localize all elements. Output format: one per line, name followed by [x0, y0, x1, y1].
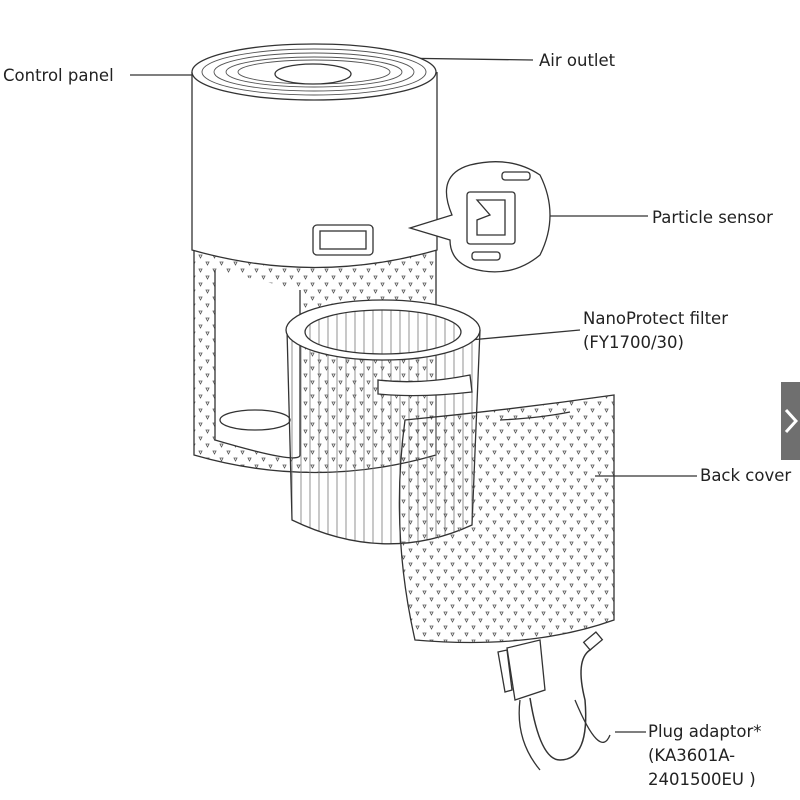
particle-sensor-callout	[407, 161, 551, 273]
display-window	[312, 224, 374, 256]
label-control-panel: Control panel	[3, 66, 114, 85]
label-filter-name: NanoProtect filter	[583, 309, 728, 328]
plug-adaptor	[506, 639, 546, 701]
control-panel-disc	[274, 63, 352, 85]
label-back-cover: Back cover	[700, 466, 792, 485]
label-air-outlet: Air outlet	[539, 51, 616, 70]
purifier-upper-body	[191, 72, 438, 269]
next-button[interactable]	[781, 382, 800, 460]
label-plug-adaptor: Plug adaptor*	[648, 722, 762, 741]
label-filter-code: (FY1700/30)	[583, 333, 684, 352]
leader-filter	[469, 329, 581, 341]
adaptor-cable	[529, 639, 601, 761]
label-particle-sensor: Particle sensor	[652, 208, 773, 227]
label-plug-code-1: (KA3601A-	[648, 746, 736, 765]
label-plug-code-2: 2401500EU )	[648, 770, 756, 789]
back-cover-panel	[398, 394, 615, 644]
chevron-right-icon	[784, 408, 798, 434]
